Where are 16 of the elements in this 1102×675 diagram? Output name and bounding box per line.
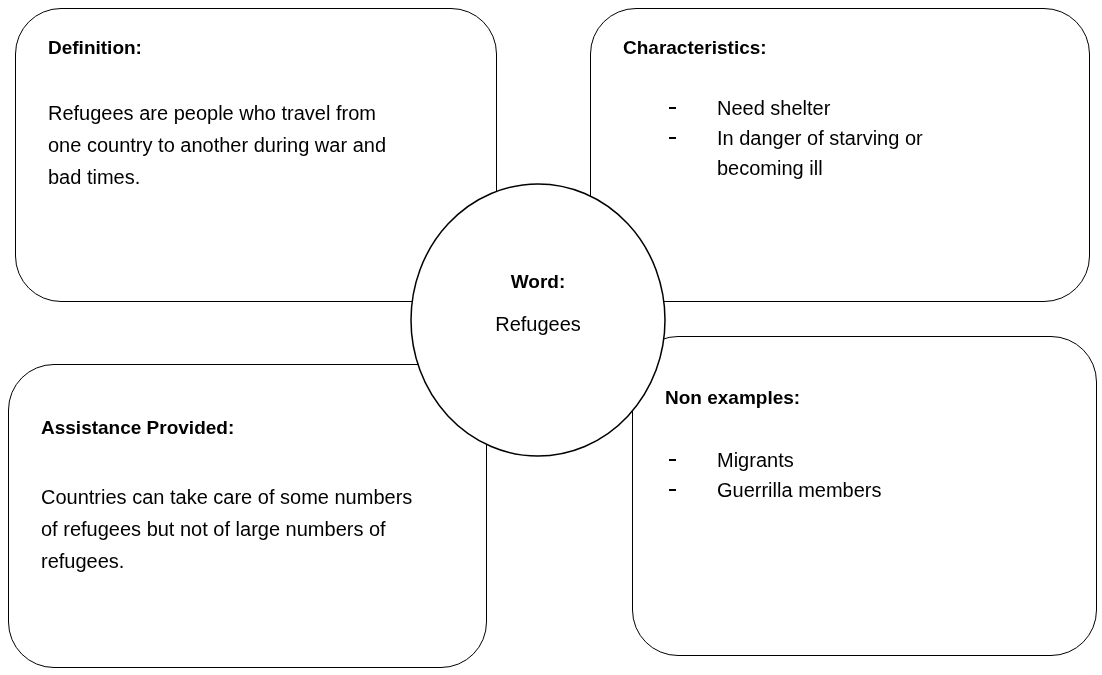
body-text: Refugees are people who travel from one country to another during war and bad times. — [48, 101, 387, 190]
list-item: Migrants — [717, 449, 794, 471]
rounded-card — [632, 336, 1097, 656]
heading: Non examples: — [665, 387, 801, 409]
heading: Assistance Provided: — [41, 417, 235, 439]
rounded-card — [15, 8, 497, 302]
list-item: Guerrilla members — [717, 479, 882, 501]
list-item: Need shelter — [717, 97, 831, 119]
heading: Definition: — [48, 37, 142, 59]
list-item: In danger of starving or becoming ill — [717, 127, 923, 179]
heading: Word: — [510, 271, 566, 293]
rounded-card — [590, 8, 1090, 302]
rounded-card — [8, 364, 487, 668]
body-text: Countries can take care of some numbers of refugees but not of large numbers of refugees. — [41, 485, 414, 574]
heading: Characteristics: — [623, 37, 767, 59]
word-text: Refugees — [495, 313, 581, 336]
